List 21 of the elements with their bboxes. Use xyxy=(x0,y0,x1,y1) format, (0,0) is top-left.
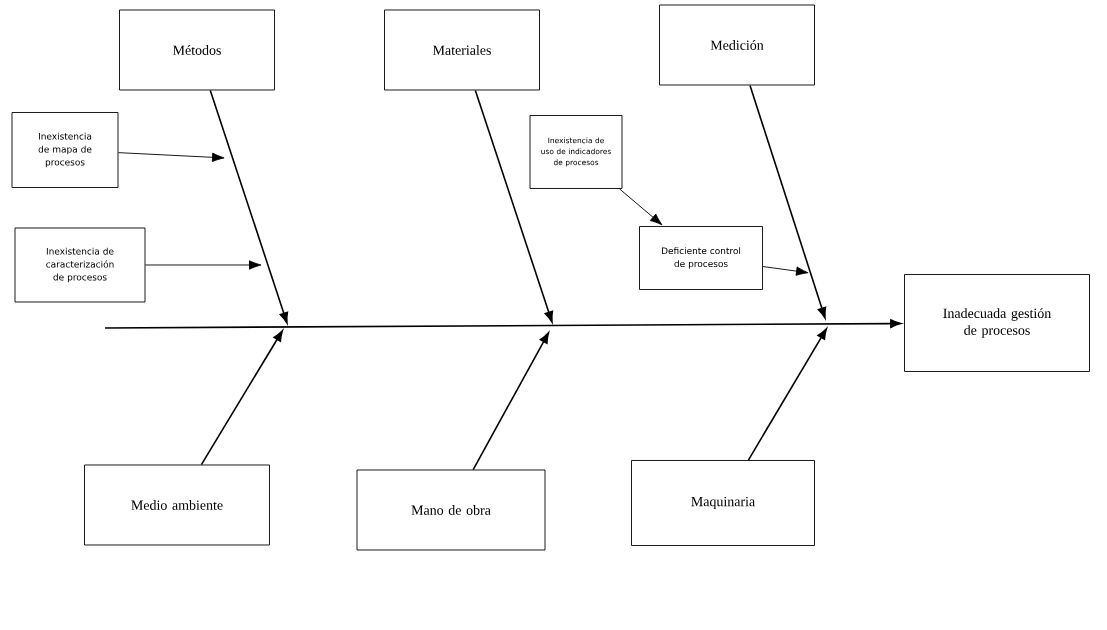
category-box: Medición xyxy=(659,4,815,86)
arrow xyxy=(749,84,827,319)
category-box: Maquinaria xyxy=(631,460,815,546)
category-box: Mano de obra xyxy=(356,469,546,551)
cause-box: Deficiente control de procesos xyxy=(639,226,763,290)
arrow xyxy=(747,328,828,461)
arrow xyxy=(472,332,550,471)
effect-box: Inadecuada gestión de procesos xyxy=(904,274,1090,372)
category-box: Materiales xyxy=(384,9,540,91)
category-box: Métodos xyxy=(119,9,275,91)
arrow xyxy=(209,89,289,324)
arrow xyxy=(762,266,809,276)
arrow xyxy=(145,260,262,270)
cause-box: Inexistencia de mapa de procesos xyxy=(11,112,119,188)
arrow xyxy=(619,188,663,226)
arrow xyxy=(474,89,554,323)
arrow xyxy=(118,152,225,162)
cause-box: Inexistencia de caracterización de procesos xyxy=(14,227,146,303)
category-box: Medio ambiente xyxy=(84,464,270,546)
arrow xyxy=(200,330,284,466)
spine-arrow xyxy=(104,319,902,329)
